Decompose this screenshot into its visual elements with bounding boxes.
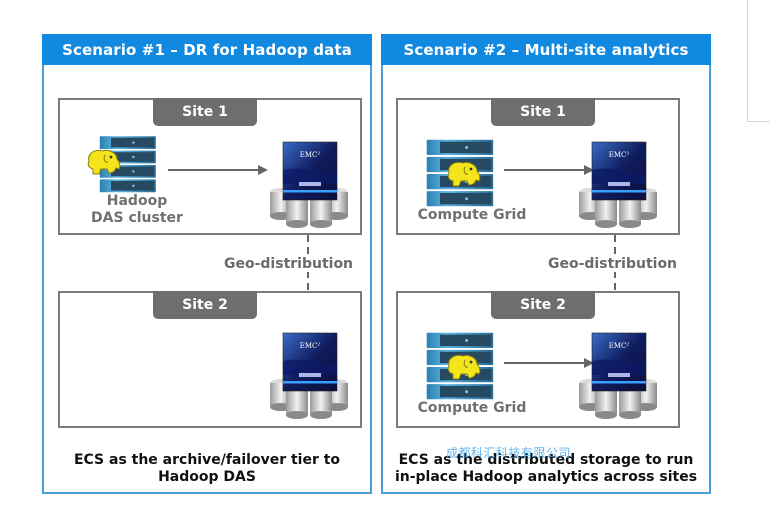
emc-brand-text: EMC² [300, 151, 321, 159]
arrow-right-icon [504, 358, 594, 368]
scenario-2-panel: Scenario #2 – Multi-site analytics Site … [381, 34, 711, 494]
scenario-2-footer: ECS as the distributed storage to run in… [383, 452, 709, 486]
site-1-tab: Site 1 [153, 98, 257, 126]
arrow-right-icon [504, 165, 594, 175]
hadoop-elephant-icon [447, 354, 481, 380]
emc-brand-text: EMC² [300, 342, 321, 350]
emc-ecs-appliance-icon: EMC² [269, 332, 349, 420]
background-frame [747, 0, 770, 122]
scenario-1-panel: Scenario #1 – DR for Hadoop data Site 1 … [42, 34, 372, 494]
scenario-2-site-2: Site 2 Compute Grid EMC² [396, 291, 680, 428]
scenario-1-site-2: Site 2 EMC² [58, 291, 362, 428]
emc-brand-text: EMC² [609, 151, 630, 159]
footer-line-2: Hadoop DAS [158, 469, 256, 485]
geo-distribution-label: Geo-distribution [223, 256, 355, 272]
footer-line-2: in-place Hadoop analytics across sites [394, 469, 698, 485]
emc-ecs-appliance-icon: EMC² [269, 141, 349, 229]
hadoop-elephant-icon [87, 149, 121, 175]
site-2-tab: Site 2 [491, 291, 595, 319]
site-1-tab: Site 1 [491, 98, 595, 126]
scenario-1-title: Scenario #1 – DR for Hadoop data [42, 34, 372, 65]
source-label: Compute Grid [417, 400, 527, 416]
arrow-right-icon [168, 165, 268, 175]
geo-distribution-label: Geo-distribution [547, 256, 679, 272]
site-2-tab: Site 2 [153, 291, 257, 319]
footer-line-1: ECS as the archive/failover tier to [73, 452, 341, 468]
emc-ecs-appliance-icon: EMC² [578, 141, 658, 229]
scenario-2-title: Scenario #2 – Multi-site analytics [381, 34, 711, 65]
emc-brand-text: EMC² [609, 342, 630, 350]
emc-ecs-appliance-icon: EMC² [578, 332, 658, 420]
scenario-2-site-1: Site 1 Compute Grid EMC² [396, 98, 680, 235]
source-label-line-1: Hadoop [106, 193, 168, 209]
source-label-line-2: DAS cluster [91, 210, 183, 226]
scenario-1-site-1: Site 1 Hadoop DAS cluster EMC² [58, 98, 362, 235]
source-label: Compute Grid [417, 207, 527, 223]
scenario-1-footer: ECS as the archive/failover tier to Hado… [44, 452, 370, 486]
footer-line-1: ECS as the distributed storage to run [398, 452, 694, 468]
source-label: Hadoop DAS cluster [80, 193, 194, 227]
watermark-company-name: 成都科汇科技有限公司 [446, 446, 572, 460]
hadoop-elephant-icon [447, 161, 481, 187]
